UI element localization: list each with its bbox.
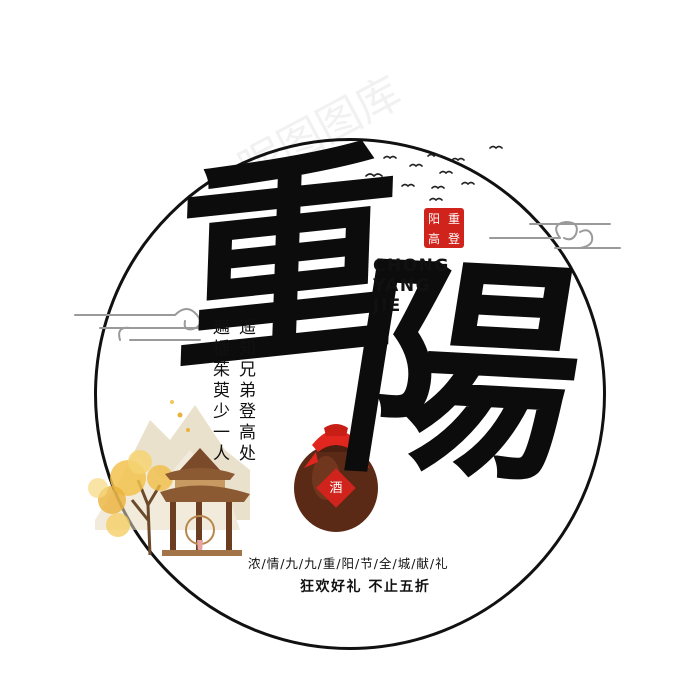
- wine-jar-icon: [294, 424, 378, 532]
- poem-line-1: 遥知兄弟登高处: [235, 318, 255, 465]
- pavilion-icon: [160, 448, 250, 556]
- poem-line-2: 遍插茱萸少一人: [209, 318, 229, 465]
- seal-stamp: 阳 重 高 登: [424, 208, 464, 248]
- pinyin-line: JIE: [373, 296, 402, 316]
- autumn-tree-icon: [88, 400, 190, 556]
- slogan-text: 浓/情/九/九/重/阳/节/全/城/献/礼: [248, 556, 449, 571]
- seal-char: 登: [447, 231, 460, 246]
- promo-text: 狂欢好礼 不止五折: [300, 579, 431, 595]
- birds-icon: [365, 145, 503, 202]
- circle-frame: [94, 138, 606, 650]
- title-char-yang: 陽: [323, 228, 602, 516]
- seal-char: 阳: [427, 211, 440, 226]
- pinyin-label: CHONG YANG JIE: [373, 256, 450, 316]
- pinyin-line: YANG: [373, 276, 432, 296]
- cloud-left-icon: [74, 308, 211, 341]
- cloud-right-icon: [489, 220, 621, 249]
- jar-label: 酒: [329, 481, 343, 496]
- seal-char: 重: [447, 211, 460, 226]
- pinyin-line: CHONG: [373, 256, 450, 276]
- seal-char: 高: [427, 231, 440, 246]
